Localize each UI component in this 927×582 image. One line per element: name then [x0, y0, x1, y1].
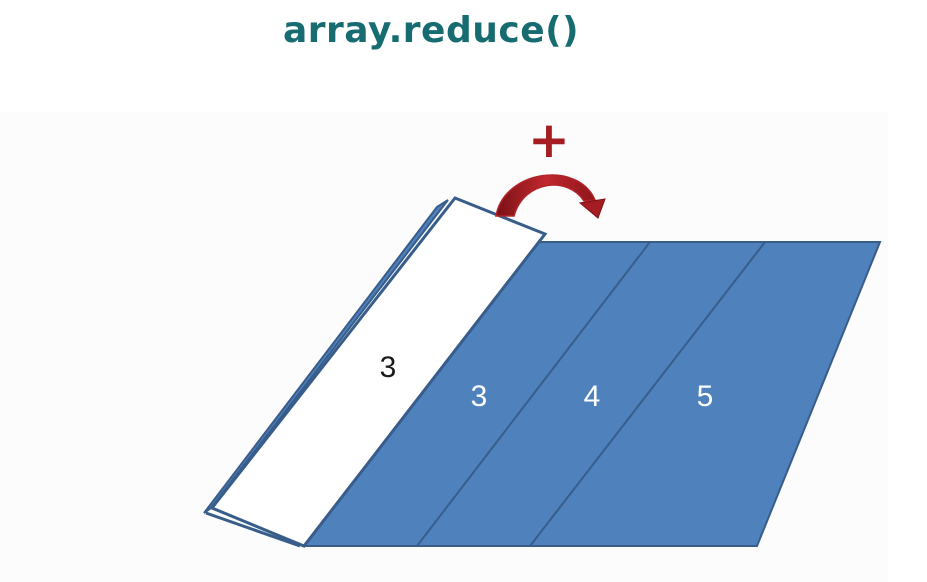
cell-label-2: 4	[584, 380, 601, 413]
plus-operator-icon: +	[528, 111, 570, 169]
curved-arrow-icon	[495, 174, 606, 219]
folded-strip-face	[209, 196, 548, 548]
folded-strip-edge	[205, 511, 301, 548]
folded-value-label: 3	[380, 351, 397, 384]
page-title: array.reduce()	[282, 10, 580, 51]
cell-label-3: 5	[697, 380, 714, 413]
cell-divider-1	[416, 241, 651, 547]
folded-strip	[203, 196, 548, 548]
cell-divider-2	[529, 241, 766, 547]
cell-label-1: 3	[471, 380, 488, 413]
